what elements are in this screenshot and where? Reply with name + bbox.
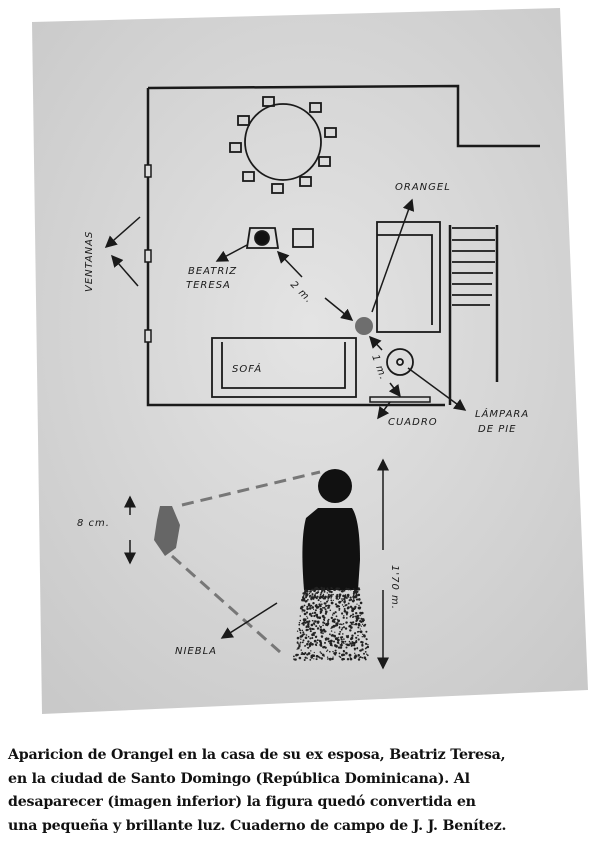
caption-line: desaparecer (imagen inferior) la figura … bbox=[8, 794, 476, 810]
label-teresa: TERESA bbox=[186, 280, 231, 291]
dining-table bbox=[229, 96, 337, 194]
orangel-dot bbox=[355, 317, 373, 335]
stairs bbox=[452, 227, 495, 306]
caption-line: en la ciudad de Santo Domingo (República… bbox=[8, 770, 470, 787]
label-beatriz: BEATRIZ bbox=[188, 266, 237, 277]
caption-line: Aparicion de Orangel en la casa de su ex… bbox=[8, 747, 506, 763]
label-orangel: ORANGEL bbox=[395, 182, 451, 193]
orangel-figure bbox=[302, 469, 360, 590]
dimension-arrows bbox=[124, 458, 389, 670]
label-lamp-line1: LÁMPARA bbox=[475, 407, 529, 420]
label-figure-height: 1'70 m. bbox=[389, 565, 400, 610]
label-light-size: 8 cm. bbox=[77, 518, 110, 529]
sofa bbox=[211, 337, 357, 398]
floor-lamp bbox=[386, 348, 414, 376]
label-windows: VENTANAS bbox=[84, 231, 95, 292]
caption-line: una pequeña y brillante luz. Cuaderno de… bbox=[8, 817, 507, 834]
label-painting: CUADRO bbox=[388, 417, 438, 428]
beatriz-chair bbox=[245, 227, 314, 249]
floor-plan-sketch: SOFÁ VENTANAS BEATRIZ TERESA 2 m. ORANGE… bbox=[32, 8, 588, 714]
label-lamp-line2: DE PIE bbox=[478, 424, 517, 435]
label-sofa: SOFÁ bbox=[232, 362, 262, 375]
bed bbox=[376, 221, 441, 333]
windows bbox=[144, 164, 152, 343]
light-projection-lines bbox=[171, 470, 321, 654]
light-hexagon bbox=[154, 506, 180, 556]
room-walls bbox=[146, 84, 540, 407]
caption: Aparicion de Orangel en la casa de su ex… bbox=[8, 744, 598, 838]
fog-stipple bbox=[293, 586, 370, 661]
arrows bbox=[104, 198, 467, 420]
label-fog: NIEBLA bbox=[175, 646, 217, 657]
